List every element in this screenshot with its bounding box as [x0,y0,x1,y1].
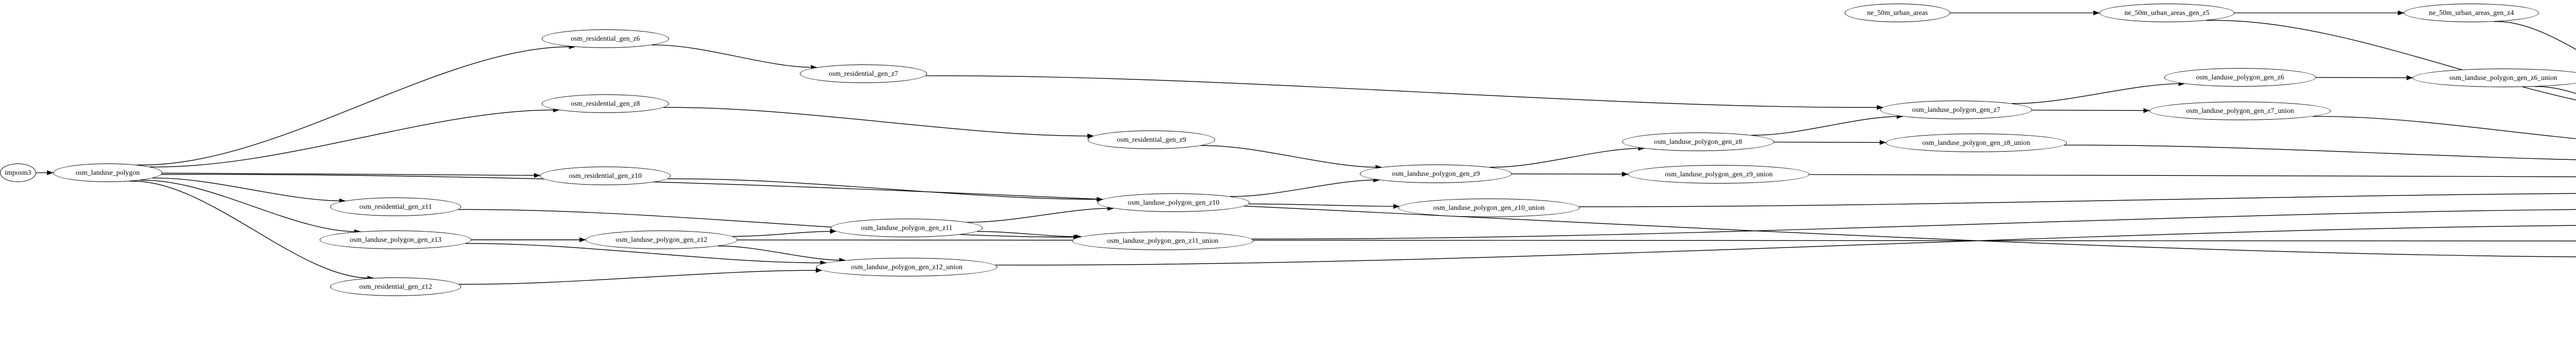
node-ellipse [1360,164,1512,183]
node-ellipse [831,219,983,237]
node-label: osm_landuse_polygon_gen_z8 [1654,138,1742,146]
node-label: osm_residential_gen_z7 [828,70,899,78]
node-ellipse [1088,130,1215,149]
node-label: osm_landuse_polygon_gen_z9_union [1665,170,1773,178]
node-ellipse [330,198,461,216]
node-label: osm_residential_gen_z10 [569,172,642,180]
node-label: osm_landuse_polygon_gen_z10_union [1433,204,1545,212]
node-ellipse [2404,4,2539,22]
graph-node-osm-residential-gen-z11[interactable]: osm_residential_gen_z11 [330,198,461,216]
graph-node-osm-residential-gen-z12[interactable]: osm_residential_gen_z12 [330,277,461,296]
graph-node-osm-landuse-polygon-gen-z12[interactable]: osm_landuse_polygon_gen_z12 [585,231,738,249]
graph-node-imposm3[interactable]: imposm3 [0,163,36,182]
node-ellipse [800,64,927,83]
node-ellipse [2099,4,2234,22]
graph-node-osm-landuse-polygon-gen-z11-union[interactable]: osm_landuse_polygon_gen_z11_union [1072,232,1253,250]
graph-node-osm-landuse-polygon-gen-z11[interactable]: osm_landuse_polygon_gen_z11 [831,219,983,237]
node-ellipse [1886,134,2067,152]
node-label: osm_residential_gen_z12 [359,283,432,291]
graph-node-osm-landuse-polygon-gen-z8[interactable]: osm_landuse_polygon_gen_z8 [1622,133,1774,151]
node-label: imposm3 [5,169,31,177]
graph-node-osm-landuse-polygon-gen-z12-union[interactable]: osm_landuse_polygon_gen_z12_union [816,258,997,276]
graph-node-osm-residential-gen-z6[interactable]: osm_residential_gen_z6 [541,29,669,48]
node-label: osm_residential_gen_z11 [359,203,432,211]
node-ellipse [1398,199,1580,217]
node-ellipse [541,29,669,48]
node-label: osm_residential_gen_z6 [570,35,640,43]
node-ellipse [585,231,738,249]
node-ellipse [330,277,461,296]
node-label: osm_landuse_polygon_gen_z12 [616,236,707,244]
graph-node-osm-landuse-polygon-gen-z6[interactable]: osm_landuse_polygon_gen_z6 [2164,68,2316,87]
node-label: osm_landuse_polygon_gen_z6_union [2449,74,2557,82]
graph-node-ne-50m-urban-areas-gen-z4[interactable]: ne_50m_urban_areas_gen_z4 [2404,4,2539,22]
node-ellipse [816,258,997,276]
node-label: osm_residential_gen_z9 [1116,136,1187,144]
graph-node-osm-landuse-polygon[interactable]: osm_landuse_polygon [53,163,162,182]
graph-node-osm-landuse-polygon-gen-z13[interactable]: osm_landuse_polygon_gen_z13 [319,231,472,249]
graph-node-osm-landuse-polygon-gen-z9[interactable]: osm_landuse_polygon_gen_z9 [1360,164,1512,183]
node-label: osm_landuse_polygon [75,169,140,177]
node-ellipse [2149,102,2331,120]
node-label: osm_landuse_polygon_gen_z6 [2196,73,2284,81]
graph-node-osm-residential-gen-z8[interactable]: osm_residential_gen_z8 [541,94,669,113]
node-label: ne_50m_urban_areas_gen_z5 [2124,9,2210,17]
graph-node-osm-landuse-polygon-gen-z10[interactable]: osm_landuse_polygon_gen_z10 [1097,193,1250,212]
node-ellipse [2413,69,2576,87]
graph-node-ne-50m-urban-areas[interactable]: ne_50m_urban_areas [1844,4,1951,22]
node-label: osm_landuse_polygon_gen_z13 [350,236,442,244]
node-ellipse [319,231,472,249]
node-label: osm_landuse_polygon_gen_z11 [861,224,953,232]
node-ellipse [541,94,669,113]
node-label: osm_residential_gen_z8 [570,100,640,108]
node-ellipse [2164,68,2316,87]
node-label: osm_landuse_polygon_gen_z11_union [1107,237,1218,245]
graph-node-osm-residential-gen-z9[interactable]: osm_residential_gen_z9 [1088,130,1215,149]
graph-node-osm-landuse-polygon-gen-z9-union[interactable]: osm_landuse_polygon_gen_z9_union [1628,165,1809,184]
graph-node-ne-50m-urban-areas-gen-z5[interactable]: ne_50m_urban_areas_gen_z5 [2099,4,2234,22]
graph-node-osm-landuse-polygon-gen-z7[interactable]: osm_landuse_polygon_gen_z7 [1880,101,2032,119]
node-label: osm_landuse_polygon_gen_z10 [1128,199,1219,207]
node-ellipse [1622,133,1774,151]
node-label: ne_50m_urban_areas [1867,9,1928,17]
node-ellipse [540,167,671,185]
node-label: osm_landuse_polygon_gen_z12_union [851,263,963,271]
node-ellipse [1628,165,1809,184]
graph-node-osm-landuse-polygon-gen-z7-union[interactable]: osm_landuse_polygon_gen_z7_union [2149,102,2331,120]
node-ellipse [1880,101,2032,119]
graph-node-osm-landuse-polygon-gen-z8-union[interactable]: osm_landuse_polygon_gen_z8_union [1886,134,2067,152]
node-ellipse [1097,193,1250,212]
node-ellipse [1844,4,1951,22]
node-label: osm_landuse_polygon_gen_z7_union [2186,107,2294,115]
node-ellipse [0,163,36,182]
node-label: ne_50m_urban_areas_gen_z4 [2429,9,2514,17]
node-label: osm_landuse_polygon_gen_z8_union [1922,139,2030,147]
node-label: osm_landuse_polygon_gen_z9 [1392,170,1480,178]
node-ellipse [53,163,162,182]
graph-node-osm-residential-gen-z7[interactable]: osm_residential_gen_z7 [800,64,927,83]
graph-node-osm-landuse-polygon-gen-z10-union[interactable]: osm_landuse_polygon_gen_z10_union [1398,199,1580,217]
node-ellipse [1072,232,1253,250]
node-label: osm_landuse_polygon_gen_z7 [1912,106,2001,114]
graph-node-osm-landuse-polygon-gen-z6-union[interactable]: osm_landuse_polygon_gen_z6_union [2413,69,2576,87]
graph-node-osm-residential-gen-z10[interactable]: osm_residential_gen_z10 [540,167,671,185]
